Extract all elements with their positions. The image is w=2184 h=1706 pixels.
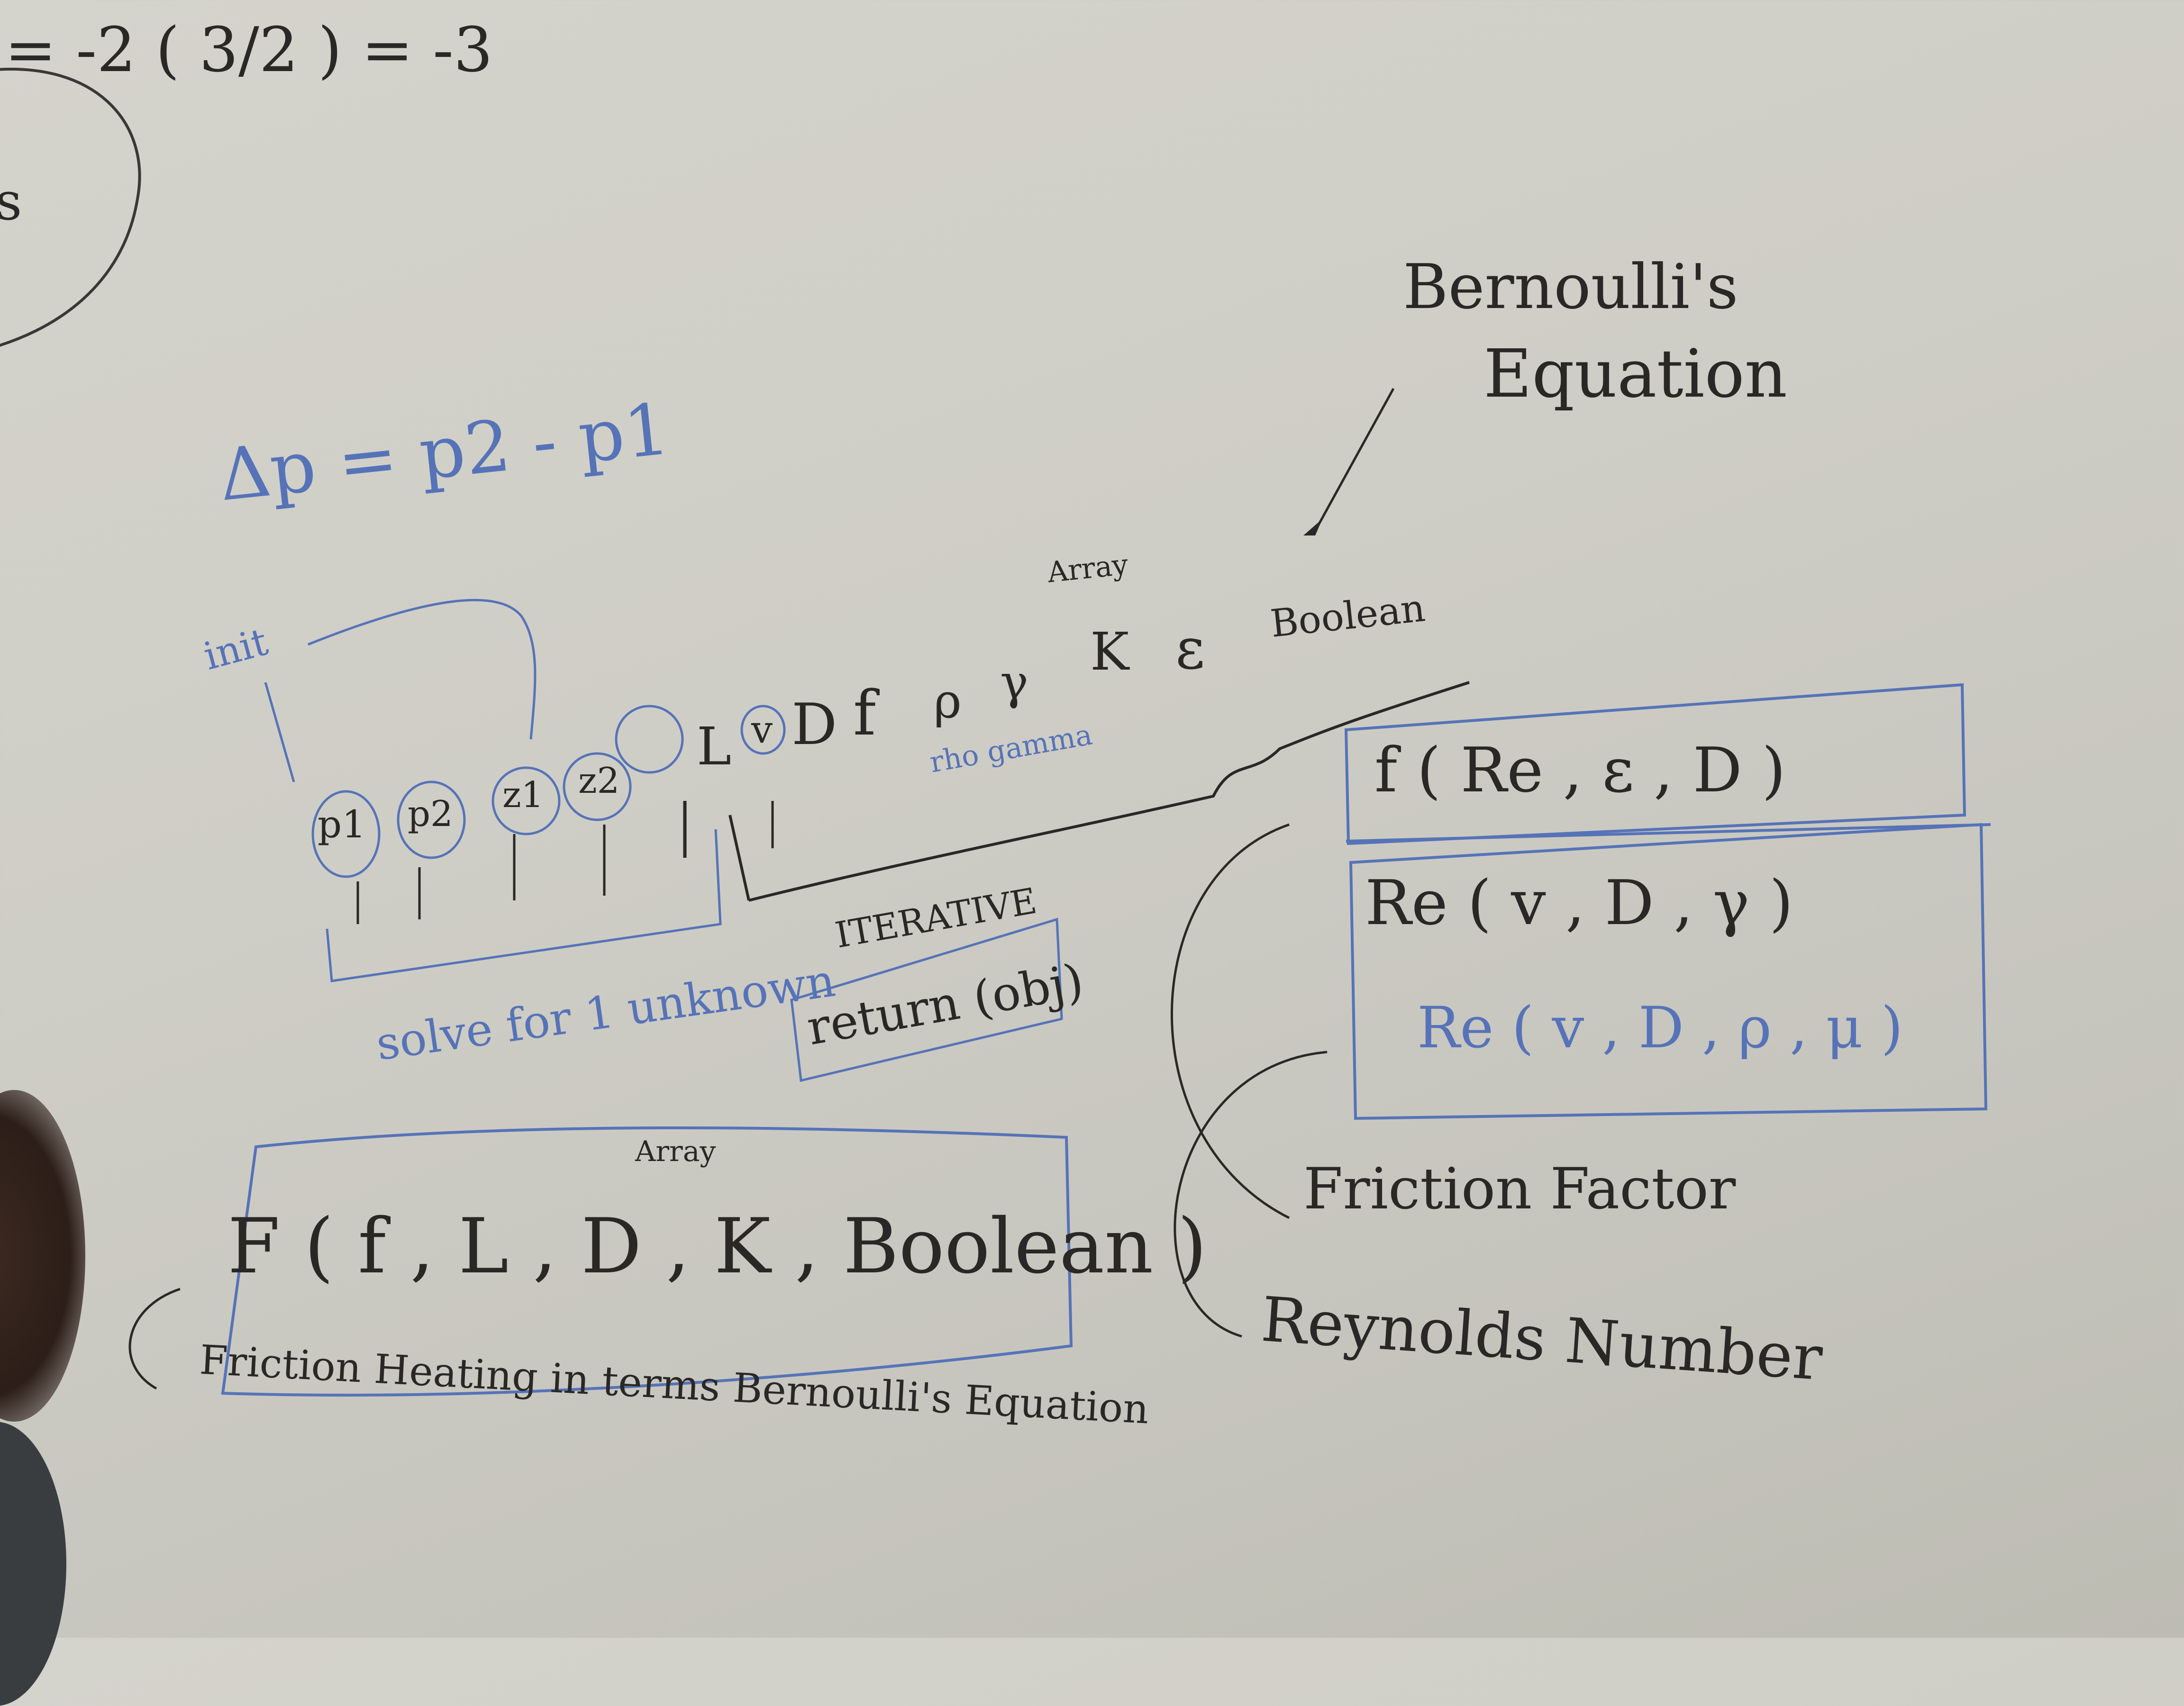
arg-D: D — [792, 692, 837, 758]
array-label-top: Array — [1046, 548, 1130, 590]
arg-gamma: γ — [1000, 654, 1028, 710]
arg-p2: p2 — [408, 793, 453, 835]
arg-rho: ρ — [934, 673, 962, 729]
bernoulli-label: Bernoulli's — [1403, 251, 1738, 323]
arg-epsilon: ε — [1175, 616, 1205, 682]
whiteboard: = -2 ( 3/2 ) = -3 s Δp = p2 - p1 init p1… — [0, 14, 1991, 1706]
arg-z2: z2 — [578, 760, 620, 801]
arg-L: L — [697, 716, 732, 777]
equation-top-left: = -2 ( 3/2 ) = -3 — [5, 14, 493, 86]
arg-K: K — [1090, 621, 1129, 682]
friction-factor-label: Friction Factor — [1303, 1156, 1736, 1222]
arg-p1: p1 — [318, 802, 366, 846]
whiteboard-drawing — [0, 67, 1991, 1397]
reynolds-function-rho-mu: Re ( v , D , ρ , μ ) — [1417, 995, 1903, 1061]
arg-z1: z1 — [502, 774, 544, 816]
F-function: F ( f , L , D , K , Boolean ) — [228, 1202, 1207, 1290]
fragment-top-left: s — [0, 171, 22, 232]
equation-label: Equation — [1483, 336, 1787, 413]
friction-factor-function: f ( Re , ε , D ) — [1374, 734, 1786, 806]
arg-v: v — [751, 708, 773, 752]
reynolds-function-gamma: Re ( v , D , γ ) — [1365, 867, 1793, 939]
arg-f: f — [853, 677, 876, 749]
array-label-bottom: Array — [635, 1135, 716, 1168]
